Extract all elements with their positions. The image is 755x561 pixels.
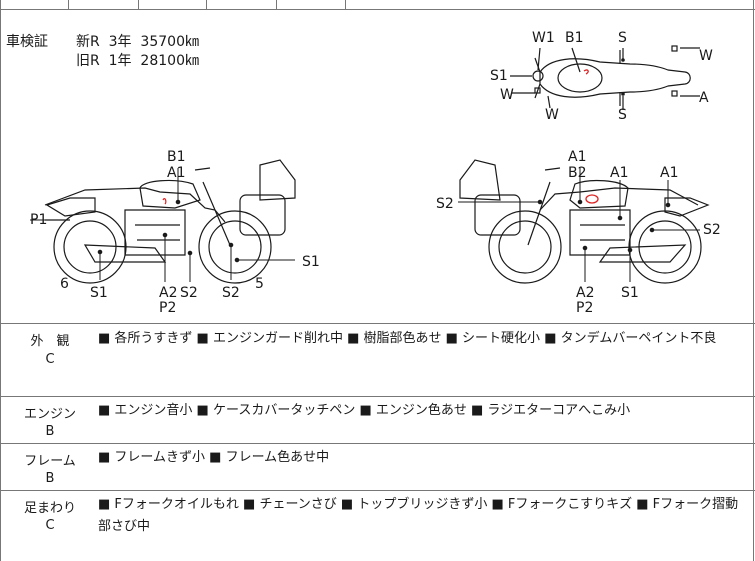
row-divider [0, 490, 755, 491]
top-label-w1: W1 [532, 30, 555, 46]
row-divider [0, 323, 755, 324]
left-label-s1-b: S1 [302, 254, 320, 270]
row-exterior-category: 外 観 [30, 334, 70, 349]
row-exterior-notes: ■ 各所うすきず ■ エンジンガード削れ中 ■ 樹脂部色あせ ■ シート硬化小 … [98, 331, 717, 346]
top-label-a: A [699, 90, 709, 106]
column-divider [276, 0, 277, 10]
left-label-s2: S2 [180, 285, 198, 301]
left-sidecase [239, 194, 286, 236]
right-view-diagram [458, 159, 710, 284]
top-label-s1: S1 [490, 68, 508, 84]
top-view-diagram [510, 45, 700, 110]
row-divider [0, 396, 755, 397]
top-body-outline [539, 58, 691, 98]
right-label-b2: B2 [568, 165, 587, 181]
left-label-b1: B1 [167, 149, 186, 165]
left-fork [202, 181, 231, 246]
right-label-p2: P2 [576, 300, 594, 316]
column-divider [68, 0, 69, 10]
right-label-a1: A1 [568, 149, 587, 165]
left-frame [44, 187, 226, 223]
right-topcase [459, 159, 501, 201]
left-label-5: 5 [255, 276, 264, 292]
right-fork [527, 181, 551, 246]
left-label-a2: A2 [159, 285, 178, 301]
row-divider [0, 443, 755, 444]
right-sidecase [474, 194, 521, 236]
right-frame [539, 187, 699, 211]
right-label-s1: S1 [621, 285, 639, 301]
left-label-s2-b: S2 [222, 285, 240, 301]
left-label-p2: P2 [159, 300, 177, 316]
right-label-s2: S2 [436, 196, 454, 212]
column-divider [345, 0, 346, 10]
row-engine-notes: ■ エンジン音小 ■ ケースカバータッチペン ■ エンジン色あせ ■ ラジエター… [98, 403, 631, 418]
row-frame-category: フレーム [24, 454, 76, 469]
row-frame-grade: B [45, 471, 55, 486]
row-engine-category: エンジン [23, 407, 76, 422]
right-exhaust [598, 244, 687, 263]
top-tank-outline [557, 63, 603, 93]
row-suspension-category: 足まわり [23, 501, 76, 516]
top-label-w-right: W [699, 48, 713, 64]
top-label-w-bottom: W [545, 107, 559, 123]
left-label-p1: P1 [30, 212, 48, 228]
right-label-s2-b: S2 [703, 222, 721, 238]
top-label-s: S [618, 30, 627, 46]
top-label-s-bottom: S [618, 107, 627, 123]
right-label-a2: A2 [576, 285, 595, 301]
row-suspension-notes: ■ Fフォークオイルもれ ■ チェーンさび ■ トップブリッジきず小 ■ Fフォ… [98, 497, 739, 534]
row-engine-grade: B [45, 424, 55, 439]
left-label-s1: S1 [90, 285, 108, 301]
shaken-old: 旧R 1年 28100㎞ [76, 53, 199, 69]
top-front-hub [532, 70, 544, 82]
left-rear-wheel [53, 210, 127, 284]
shaken-new: 新R 3年 35700㎞ [76, 34, 199, 50]
left-label-a1: A1 [167, 165, 186, 181]
right-front-wheel [488, 210, 562, 284]
left-label-6: 6 [60, 276, 69, 292]
row-suspension-grade: C [45, 518, 55, 533]
right-label-a1-b: A1 [610, 165, 629, 181]
shaken-label: 車検証 [6, 34, 48, 50]
right-tank [569, 179, 629, 209]
top-border [0, 9, 755, 10]
row-frame-notes: ■ フレームきず小 ■ フレーム色あせ中 [98, 450, 330, 465]
row-exterior-grade: C [45, 352, 55, 367]
left-front-wheel [198, 210, 272, 284]
left-topcase [259, 159, 296, 201]
right-label-a1-c: A1 [660, 165, 679, 181]
top-label-b1: B1 [565, 30, 584, 46]
left-view-diagram [30, 159, 296, 284]
left-engine [124, 209, 186, 256]
column-divider [206, 0, 207, 10]
top-label-w-left: W [500, 87, 514, 103]
column-divider [138, 0, 139, 10]
